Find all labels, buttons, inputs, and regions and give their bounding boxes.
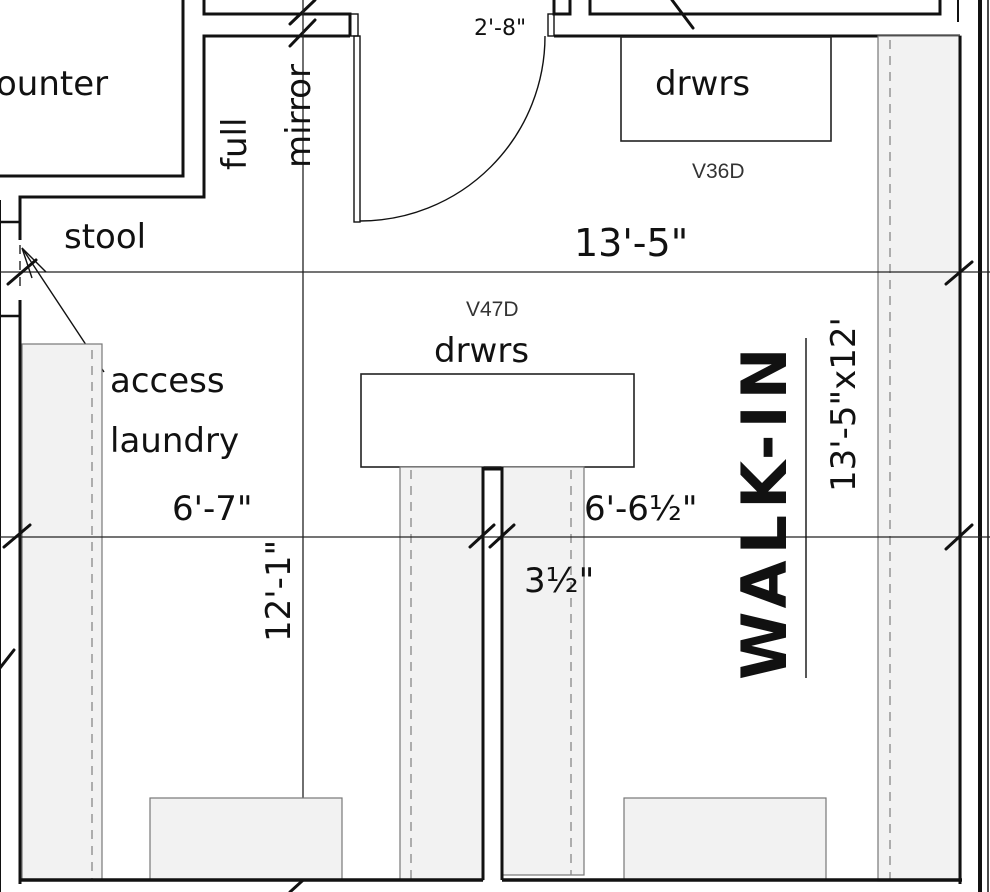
door-leaf bbox=[353, 35, 361, 223]
partition-dim: 3½" bbox=[524, 561, 594, 601]
overall-width-dim: 13'-5" bbox=[574, 221, 688, 265]
door[interactable]: 2'-8" bbox=[353, 16, 546, 223]
stool-label: stool bbox=[64, 217, 146, 257]
cabinet-v47d[interactable]: V47D drwrs bbox=[360, 298, 635, 468]
cabinet-code-center: V47D bbox=[466, 298, 519, 321]
floor-boxes bbox=[149, 797, 827, 881]
stool-area: stool access laundry bbox=[6, 217, 239, 461]
cabinet-code-top: V36D bbox=[692, 160, 745, 183]
laundry-label: laundry bbox=[110, 421, 239, 461]
floor-box-left bbox=[149, 797, 343, 881]
dimension-bays: 6'-7" 6'-6½" 3½" bbox=[0, 489, 990, 670]
right-bay-dim: 6'-6½" bbox=[584, 489, 697, 529]
depth-dim: 12'-1" bbox=[259, 540, 299, 642]
walk-in-title: WALK-IN bbox=[728, 342, 801, 680]
counter-label: ounter bbox=[0, 64, 108, 104]
door-width-dim: 2'-8" bbox=[474, 16, 526, 41]
dim-tick bbox=[670, 0, 695, 30]
access-label: access bbox=[110, 361, 225, 401]
drawers-center-box bbox=[360, 373, 635, 468]
top-walls bbox=[202, 0, 960, 48]
mirror-line: full mirror 12'-1" bbox=[215, 0, 319, 892]
room-title: WALK-IN 13'-5"x12' bbox=[728, 317, 864, 680]
floor-box-right bbox=[623, 797, 827, 881]
drawers-center-label: drwrs bbox=[434, 331, 529, 371]
cabinet-v36d[interactable]: drwrs V36D bbox=[620, 36, 832, 183]
counter-room: ounter bbox=[0, 0, 350, 240]
mirror-label: mirror bbox=[279, 64, 319, 168]
room-size-label: 13'-5"x12' bbox=[824, 317, 864, 492]
shelf-left bbox=[21, 343, 103, 881]
drawers-top-box bbox=[620, 36, 832, 142]
right-wall bbox=[877, 0, 989, 892]
left-bay-dim: 6'-7" bbox=[172, 489, 253, 529]
drawers-top-label: drwrs bbox=[655, 64, 750, 104]
full-label: full bbox=[215, 118, 255, 170]
dimension-overall-width: 13'-5" bbox=[0, 221, 990, 286]
door-swing-arc bbox=[359, 35, 546, 222]
center-partition bbox=[399, 466, 585, 881]
